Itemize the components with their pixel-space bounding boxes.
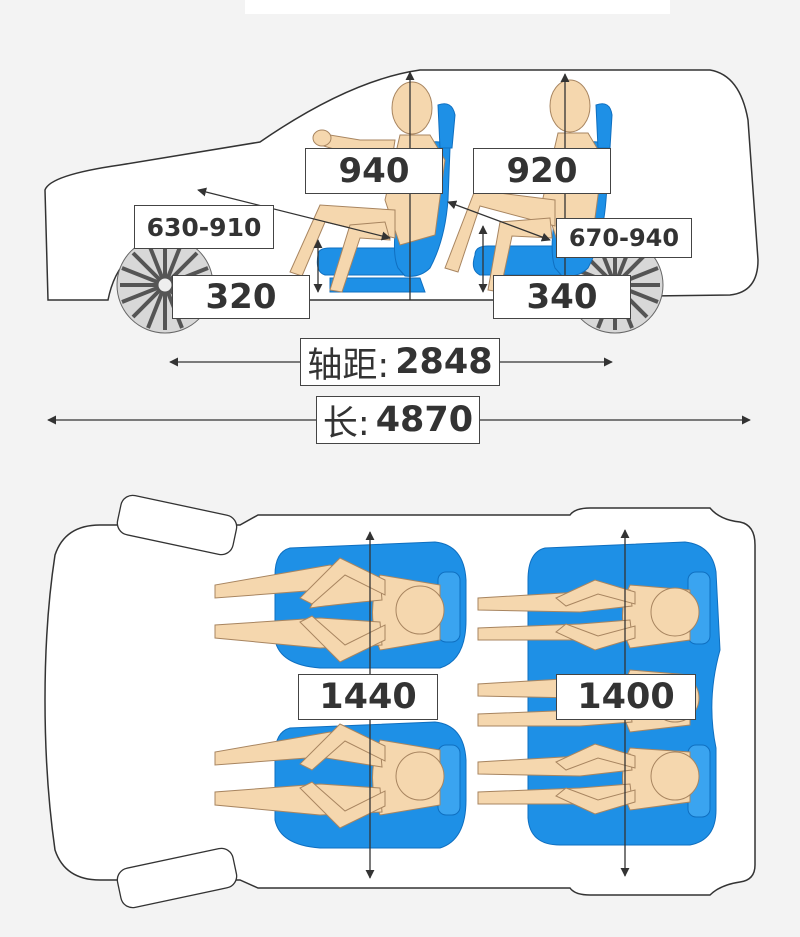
front-headroom-label: 940 xyxy=(305,148,443,194)
passengers-top xyxy=(214,557,700,829)
front-width-label: 1440 xyxy=(298,674,438,720)
rear-legroom-label: 670-940 xyxy=(556,218,692,258)
passenger-rear-1 xyxy=(477,579,700,651)
passenger-front-left xyxy=(214,557,445,663)
rear-cushion-label: 340 xyxy=(493,275,631,319)
top-strip xyxy=(245,0,670,14)
rear-width-label: 1400 xyxy=(556,674,696,720)
wheelbase-value: 2848 xyxy=(395,342,493,382)
length-prefix: 长: xyxy=(322,403,370,444)
length-label: 长: 4870 xyxy=(316,396,480,444)
length-value: 4870 xyxy=(375,400,474,440)
front-cushion-label: 320 xyxy=(172,275,310,319)
passenger-rear-3 xyxy=(477,743,700,815)
rear-headroom-label: 920 xyxy=(473,148,611,194)
wheelbase-label: 轴距: 2848 xyxy=(300,338,500,386)
wheelbase-prefix: 轴距: xyxy=(307,345,390,386)
front-legroom-label: 630-910 xyxy=(134,205,274,249)
passenger-front-right xyxy=(214,723,445,829)
